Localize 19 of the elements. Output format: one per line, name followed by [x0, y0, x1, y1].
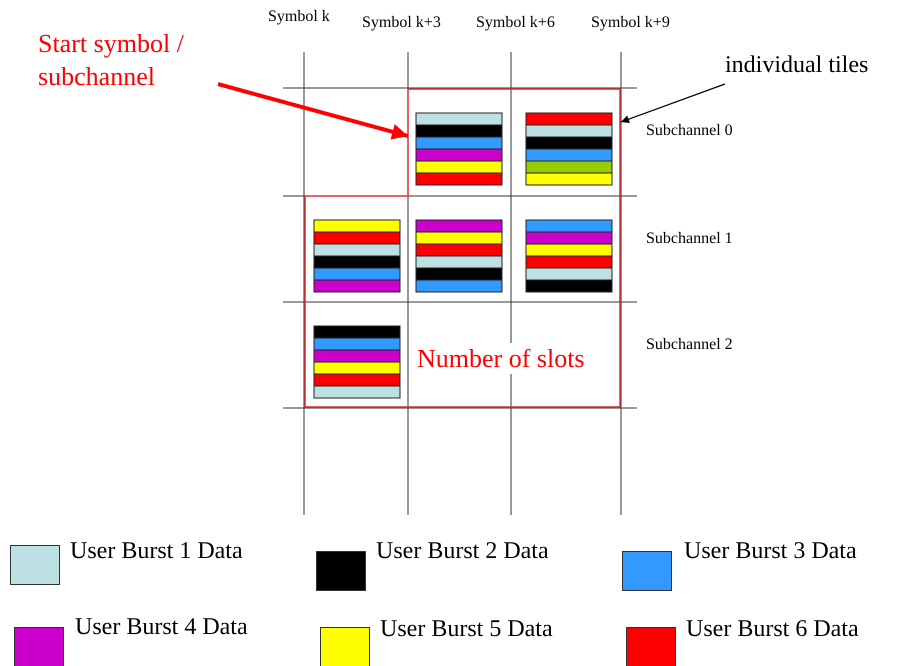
arrow	[217, 82, 409, 140]
legend-text: User Burst 5 Data	[380, 616, 553, 643]
axis-label: Subchannel 2	[646, 336, 733, 354]
axis-label: Symbol k	[268, 8, 330, 26]
axis-label: Symbol k+9	[591, 14, 670, 32]
callout-text: Start symbol / subchannel	[38, 28, 218, 93]
callout-text: individual tiles	[725, 50, 911, 80]
legend-text: User Burst 3 Data	[684, 538, 857, 565]
burst-region	[304, 88, 621, 408]
axis-label: Subchannel 1	[646, 230, 733, 248]
legend-text: User Burst 6 Data	[686, 616, 859, 643]
legend-text: User Burst 1 Data	[70, 538, 243, 565]
region-label: Number of slots	[417, 343, 585, 374]
arrow	[620, 83, 726, 123]
axis-label: Subchannel 0	[646, 122, 733, 140]
axis-label: Symbol k+6	[476, 14, 555, 32]
legend-text: User Burst 2 Data	[376, 538, 549, 565]
legend-text: User Burst 4 Data	[75, 614, 248, 641]
axis-label: Symbol k+3	[362, 14, 441, 32]
